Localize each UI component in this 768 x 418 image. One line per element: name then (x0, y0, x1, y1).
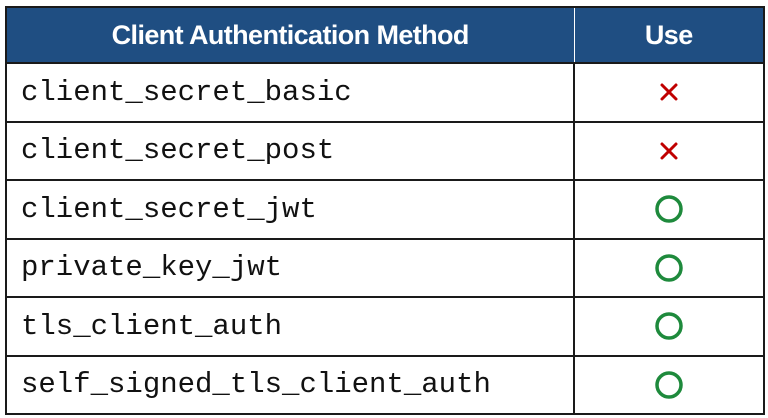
table-row: client_secret_basic (5, 62, 765, 123)
auth-methods-table: Client Authentication Method Use client_… (5, 6, 765, 415)
use-cell (573, 296, 765, 357)
method-cell: private_key_jwt (5, 237, 575, 298)
table-header: Client Authentication Method Use (5, 6, 765, 64)
use-cell (573, 237, 765, 298)
use-cell (573, 179, 765, 240)
table-row: self_signed_tls_client_auth (5, 354, 765, 415)
header-row: Client Authentication Method Use (5, 6, 765, 64)
cross-icon (659, 141, 679, 161)
use-cell (573, 62, 765, 123)
header-use: Use (573, 6, 765, 64)
table-row: private_key_jwt (5, 237, 765, 298)
method-cell: client_secret_basic (5, 62, 575, 123)
table-row: client_secret_jwt (5, 179, 765, 240)
cross-icon (659, 82, 679, 102)
use-cell (573, 120, 765, 181)
circle-icon (654, 194, 684, 224)
circle-icon (654, 311, 684, 341)
method-cell: self_signed_tls_client_auth (5, 354, 575, 415)
header-method: Client Authentication Method (5, 6, 575, 64)
table-row: client_secret_post (5, 120, 765, 181)
circle-icon (654, 370, 684, 400)
method-cell: client_secret_jwt (5, 179, 575, 240)
table-row: tls_client_auth (5, 296, 765, 357)
method-cell: tls_client_auth (5, 296, 575, 357)
use-cell (573, 354, 765, 415)
circle-icon (654, 253, 684, 283)
method-cell: client_secret_post (5, 120, 575, 181)
